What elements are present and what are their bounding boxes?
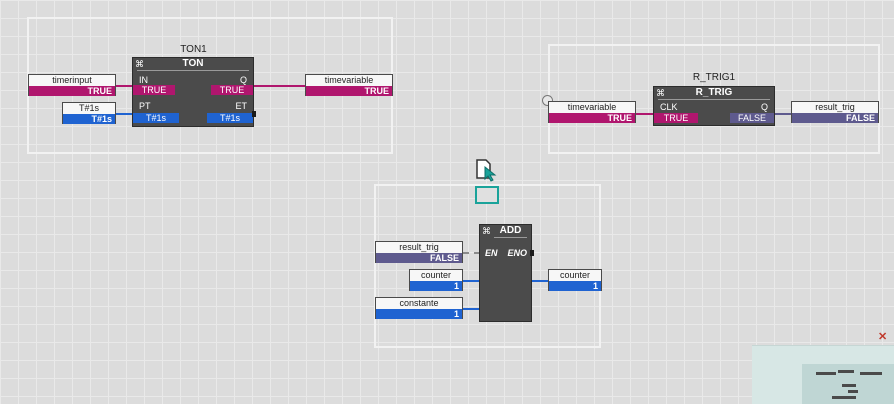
var-value: TRUE	[29, 86, 115, 96]
var-value: TRUE	[549, 113, 635, 123]
document-cursor-icon[interactable]	[474, 158, 498, 182]
wire-constante-in2[interactable]	[463, 308, 480, 310]
ton-pin-q: Q	[239, 75, 247, 85]
block-grip-icon[interactable]: ⌘	[656, 88, 665, 98]
rtrig-type-label: R_TRIG	[658, 87, 770, 100]
wire-out-counter[interactable]	[532, 280, 549, 282]
minimap-block	[832, 396, 856, 399]
wire-counter-in1[interactable]	[463, 280, 480, 282]
minimap-block	[842, 384, 856, 387]
var-counter-in[interactable]: counter 1	[409, 269, 463, 291]
minimap-block	[860, 372, 882, 375]
var-value: 1	[410, 281, 462, 291]
var-value: T#1s	[63, 114, 115, 124]
var-name: T#1s	[78, 103, 99, 113]
wire-timerinput-in[interactable]	[116, 85, 132, 87]
var-name: timevariable	[567, 102, 617, 112]
add-pin-en: EN	[485, 248, 498, 258]
rtrig-pin-clk-value: TRUE	[654, 113, 698, 123]
var-name: counter	[559, 270, 591, 280]
rtrig-pin-clk: CLK	[660, 102, 678, 112]
add-eno-connector[interactable]	[530, 250, 534, 256]
var-name: counter	[420, 270, 452, 280]
rtrig-instance-name: R_TRIG1	[692, 72, 736, 83]
ton-et-connector[interactable]	[252, 111, 256, 117]
var-value: FALSE	[792, 113, 878, 123]
wire-resulttrig-en[interactable]	[463, 252, 480, 254]
var-value: FALSE	[376, 253, 462, 263]
minimap-viewport[interactable]	[802, 364, 894, 404]
add-type-label: ADD	[494, 225, 527, 238]
wire-pt-const[interactable]	[116, 113, 132, 115]
var-constante-in[interactable]: constante 1	[375, 297, 463, 319]
connector-circle-icon[interactable]	[542, 95, 553, 106]
rtrig-block[interactable]: ⌘ R_TRIG CLK TRUE Q FALSE	[653, 86, 775, 126]
ton-block[interactable]: ⌘ TON IN TRUE Q TRUE PT T#1s ET T#1s	[132, 57, 256, 127]
wire-timevariable-clk[interactable]	[636, 113, 654, 115]
ton-pin-in-value: TRUE	[133, 85, 175, 95]
var-name: timerinput	[52, 75, 92, 85]
block-grip-icon[interactable]: ⌘	[482, 226, 491, 236]
minimap[interactable]	[752, 345, 894, 404]
var-result-trig-out[interactable]: result_trig FALSE	[791, 101, 879, 123]
wire-q-resulttrig[interactable]	[775, 113, 792, 115]
selection-box[interactable]	[475, 186, 499, 204]
wire-q-timevariable[interactable]	[254, 85, 306, 87]
var-counter-out[interactable]: counter 1	[548, 269, 602, 291]
var-value: TRUE	[306, 86, 392, 96]
ton-type-label: TON	[137, 58, 249, 71]
var-name: timevariable	[324, 75, 374, 85]
group-add[interactable]	[374, 184, 601, 348]
var-timevariable-in[interactable]: timevariable TRUE	[548, 101, 636, 123]
add-pin-eno: ENO	[507, 248, 527, 258]
block-grip-icon[interactable]: ⌘	[135, 59, 144, 69]
ton-pin-pt-value: T#1s	[133, 113, 179, 123]
ton-pin-et: ET	[235, 101, 247, 111]
close-icon[interactable]: ✕	[878, 331, 888, 343]
add-block[interactable]: ⌘ ADD EN ENO	[479, 224, 534, 322]
minimap-block	[816, 372, 836, 375]
var-value: 1	[549, 281, 601, 291]
var-pt-constant[interactable]: T#1s T#1s	[62, 102, 116, 124]
var-value: 1	[376, 309, 462, 319]
var-result-trig-en[interactable]: result_trig FALSE	[375, 241, 463, 263]
rtrig-pin-q-value: FALSE	[730, 113, 774, 123]
var-name: result_trig	[815, 102, 855, 112]
var-timerinput[interactable]: timerinput TRUE	[28, 74, 116, 96]
var-timevariable-out[interactable]: timevariable TRUE	[305, 74, 393, 96]
rtrig-pin-q: Q	[760, 102, 768, 112]
var-name: constante	[399, 298, 439, 308]
ton-instance-name: TON1	[180, 44, 207, 55]
minimap-block	[848, 390, 858, 393]
ton-pin-et-value: T#1s	[207, 113, 253, 123]
var-name: result_trig	[399, 242, 439, 252]
ton-pin-pt: PT	[139, 101, 151, 111]
ton-pin-q-value: TRUE	[211, 85, 253, 95]
ton-pin-in: IN	[139, 75, 148, 85]
minimap-block	[838, 370, 854, 373]
